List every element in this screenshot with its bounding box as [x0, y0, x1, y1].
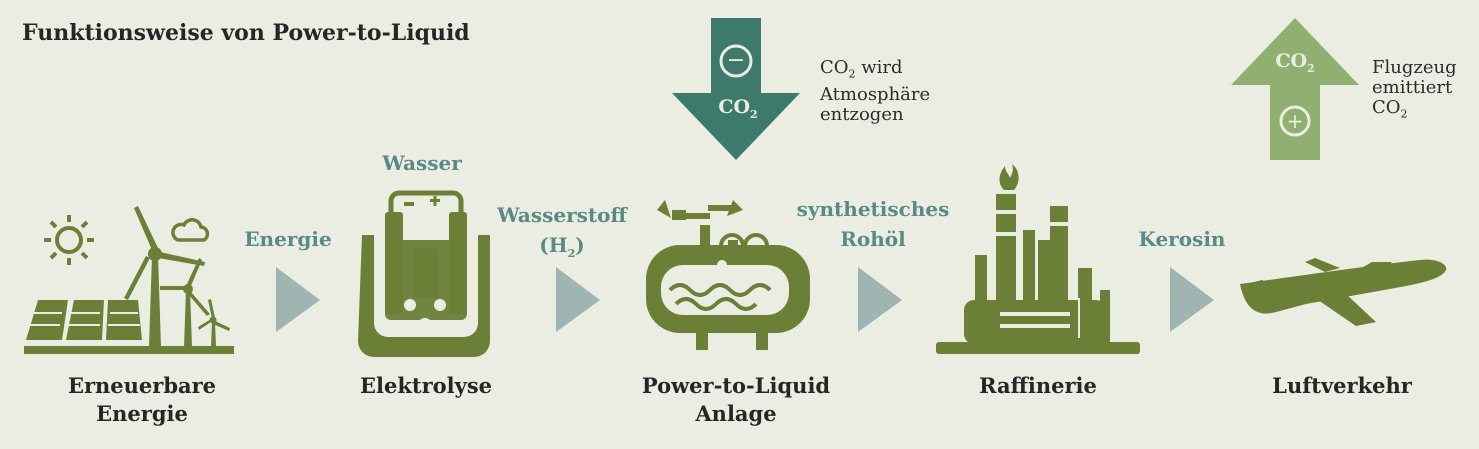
stage-label-raffinerie: Raffinerie	[979, 373, 1097, 398]
flame-icon	[999, 164, 1019, 190]
stage-label-luftverkehr: Luftverkehr	[1272, 373, 1412, 398]
minus-sign: −	[726, 48, 746, 73]
flow-label-kerosin: Kerosin	[1138, 227, 1226, 251]
co2-in-label: CO2	[718, 96, 758, 121]
co2-out-label: CO2	[1275, 50, 1315, 75]
sun-icon	[44, 215, 94, 265]
flow-arrow	[276, 267, 320, 332]
wind-turbine-icon	[160, 258, 210, 347]
flow-arrow	[858, 267, 902, 332]
ptl-plant-icon	[646, 200, 810, 350]
flow-arrows	[276, 267, 1214, 332]
co2-emission-note: Flugzeug emittiert CO2	[1372, 57, 1457, 121]
flow-label-energie: Energie	[244, 227, 332, 251]
wind-turbine-icon	[124, 206, 205, 347]
flow-label-rohoel: synthetisches Rohöl	[796, 197, 950, 251]
flow-label-wasserstoff: Wasserstoff (H2)	[497, 203, 627, 260]
flow-label-wasser: Wasser	[382, 151, 462, 175]
cloud-icon	[171, 218, 210, 242]
stage-label-elektrolyse: Elektrolyse	[359, 373, 493, 398]
solar-panels-icon	[26, 300, 142, 340]
stage-label-erneuerbare-energie: Erneuerbare Energie	[67, 373, 217, 426]
flow-arrow	[556, 267, 600, 332]
refinery-icon	[936, 164, 1140, 354]
stage-label-ptl-anlage: Power-to-Liquid Anlage	[641, 373, 831, 426]
co2-capture-note: CO2 wird Atmosphäre entzogen	[820, 57, 931, 125]
co2-emission-arrow	[1231, 18, 1359, 160]
flow-arrow	[1170, 267, 1214, 332]
page-title: Funktionsweise von Power-to-Liquid	[22, 20, 470, 46]
wind-turbine-icon	[198, 299, 230, 347]
co2-capture-arrow	[672, 18, 800, 160]
plus-sign: +	[1286, 109, 1304, 133]
renewable-energy-icon	[24, 206, 234, 354]
electrolysis-icon	[358, 190, 490, 357]
airplane-icon	[1240, 258, 1447, 326]
